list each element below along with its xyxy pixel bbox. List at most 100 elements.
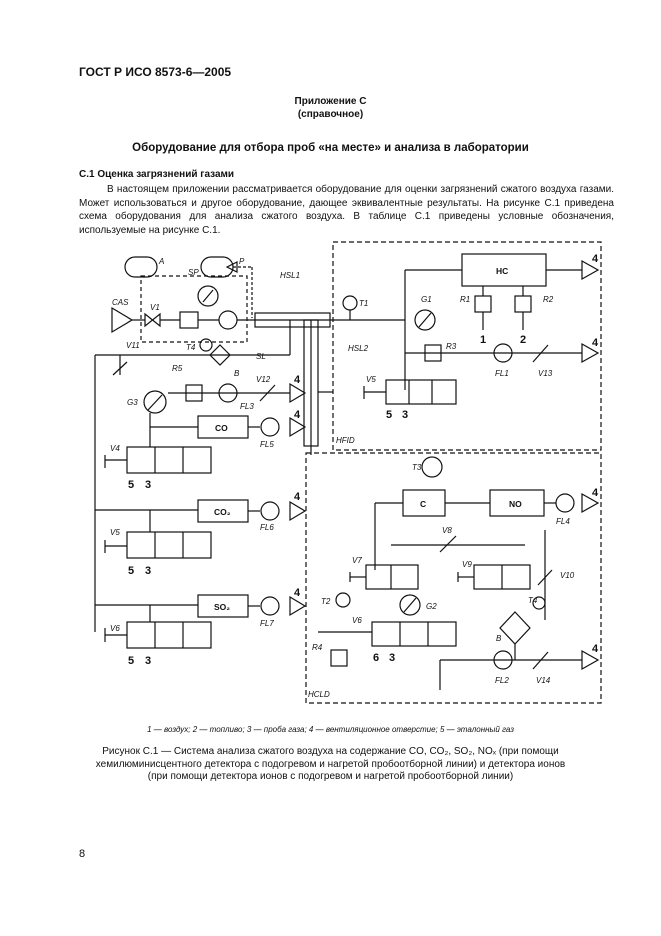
document-header: ГОСТ Р ИСО 8573-6—2005 — [79, 65, 232, 79]
thermometer-t4a — [199, 338, 213, 352]
label-fl6: FL6 — [260, 523, 274, 532]
thermometer-t2 — [335, 592, 351, 608]
section-title: С.1 Оценка загрязнений газами — [79, 169, 235, 180]
label-t3: T3 — [412, 463, 422, 472]
label-t1: T1 — [359, 299, 368, 308]
num-4-fl1: 4 — [592, 337, 599, 349]
regulator-r5 — [185, 384, 203, 402]
num-2: 2 — [520, 334, 526, 346]
flowmeter-fl1 — [493, 343, 513, 363]
flowmeter-fl6 — [260, 501, 280, 521]
num-4-hc: 4 — [592, 253, 599, 265]
hcld-box — [305, 452, 602, 704]
label-v5b: V5 — [110, 528, 120, 537]
label-t4a: T4 — [186, 343, 196, 352]
label-hcld: HCLD — [308, 690, 330, 699]
label-v11: V11 — [126, 341, 140, 350]
label-t2: T2 — [321, 597, 331, 606]
label-hsl1: HSL1 — [280, 271, 300, 280]
label-b1: B — [234, 369, 240, 378]
num-3-hfid: 3 — [402, 409, 408, 421]
label-r5: R5 — [172, 364, 183, 373]
figure-caption: Рисунок С.1 — Система анализа сжатого во… — [0, 746, 661, 784]
label-v13: V13 — [538, 369, 553, 378]
caption-line-3: (при помощи детектора ионов с подогревом… — [147, 771, 514, 782]
label-r1: R1 — [460, 295, 470, 304]
filter-b1 — [209, 344, 231, 366]
label-v4: V4 — [110, 444, 120, 453]
label-fl5: FL5 — [260, 440, 274, 449]
label-cas: CAS — [112, 298, 129, 307]
label-co2: CO₂ — [214, 507, 231, 517]
label-a: A — [158, 257, 164, 266]
flowmeter-fl5 — [260, 417, 280, 437]
label-v6b: V6 — [110, 624, 120, 633]
label-co: CO — [215, 423, 228, 433]
num-5-hfid: 5 — [386, 409, 392, 421]
label-r3: R3 — [446, 342, 457, 351]
figure-legend: 1 — воздух; 2 — топливо; 3 — проба газа;… — [147, 725, 514, 734]
label-r4: R4 — [312, 643, 323, 652]
num-4-fl4: 4 — [592, 487, 599, 499]
label-fl2: FL2 — [495, 676, 509, 685]
valve-v1 — [144, 312, 161, 328]
label-v14: V14 — [536, 676, 551, 685]
hfid-box — [332, 241, 602, 451]
label-v1: V1 — [150, 303, 160, 312]
sp-box — [140, 275, 248, 343]
label-v10: V10 — [560, 571, 575, 580]
cas-triangle — [111, 306, 134, 334]
thermometer-t4b — [532, 596, 546, 610]
num-3-v5: 3 — [145, 565, 151, 577]
label-v5a: V5 — [366, 375, 376, 384]
label-fl3: FL3 — [240, 402, 254, 411]
label-c: C — [420, 499, 426, 509]
annex-title: Приложение С — [294, 96, 367, 107]
thermometer-t3 — [421, 456, 443, 478]
label-sp: SP — [188, 268, 199, 277]
label-hsl2: HSL2 — [348, 344, 369, 353]
caption-line-1: Рисунок С.1 — Система анализа сжатого во… — [102, 746, 559, 757]
label-sl: SL — [256, 352, 266, 361]
num-5-v6: 5 — [128, 655, 134, 667]
num-3-v4: 3 — [145, 479, 151, 491]
section-paragraph: В настоящем приложении рассматривается о… — [79, 184, 614, 236]
label-v7: V7 — [352, 556, 362, 565]
flowmeter-fl3 — [218, 383, 238, 403]
num-3-hcld: 3 — [389, 652, 395, 664]
label-v6a: V6 — [352, 616, 362, 625]
flowmeter-fl7 — [260, 596, 280, 616]
flowmeter-fl2 — [493, 650, 513, 670]
regulator-r4 — [330, 649, 348, 667]
label-fl1: FL1 — [495, 369, 509, 378]
gauge-sp — [197, 285, 219, 307]
label-fl7: FL7 — [260, 619, 274, 628]
valve-v6b — [371, 621, 457, 647]
label-r2: R2 — [543, 295, 554, 304]
label-hc: HC — [496, 266, 508, 276]
num-3-v6: 3 — [145, 655, 151, 667]
label-v12: V12 — [256, 375, 271, 384]
label-p: P — [239, 257, 245, 266]
gauge-g1 — [414, 309, 436, 331]
label-g2: G2 — [426, 602, 437, 611]
label-no: NO — [509, 499, 522, 509]
num-4-fl6: 4 — [294, 491, 301, 503]
annex-subtitle: (справочное) — [297, 109, 364, 120]
label-v9: V9 — [462, 560, 472, 569]
label-g1: G1 — [421, 295, 432, 304]
num-5-v4: 5 — [128, 479, 134, 491]
label-so2: SO₂ — [214, 602, 230, 612]
label-b2: B — [496, 634, 502, 643]
a-element — [124, 256, 158, 278]
num-6-hcld: 6 — [373, 652, 379, 664]
label-v8: V8 — [442, 526, 452, 535]
num-1: 1 — [480, 334, 486, 346]
num-4-fl2: 4 — [592, 643, 599, 655]
gauge-g3 — [143, 390, 167, 414]
page-number: 8 — [79, 848, 86, 860]
label-t4b: T4 — [528, 596, 538, 605]
label-fl4: FL4 — [556, 517, 570, 526]
